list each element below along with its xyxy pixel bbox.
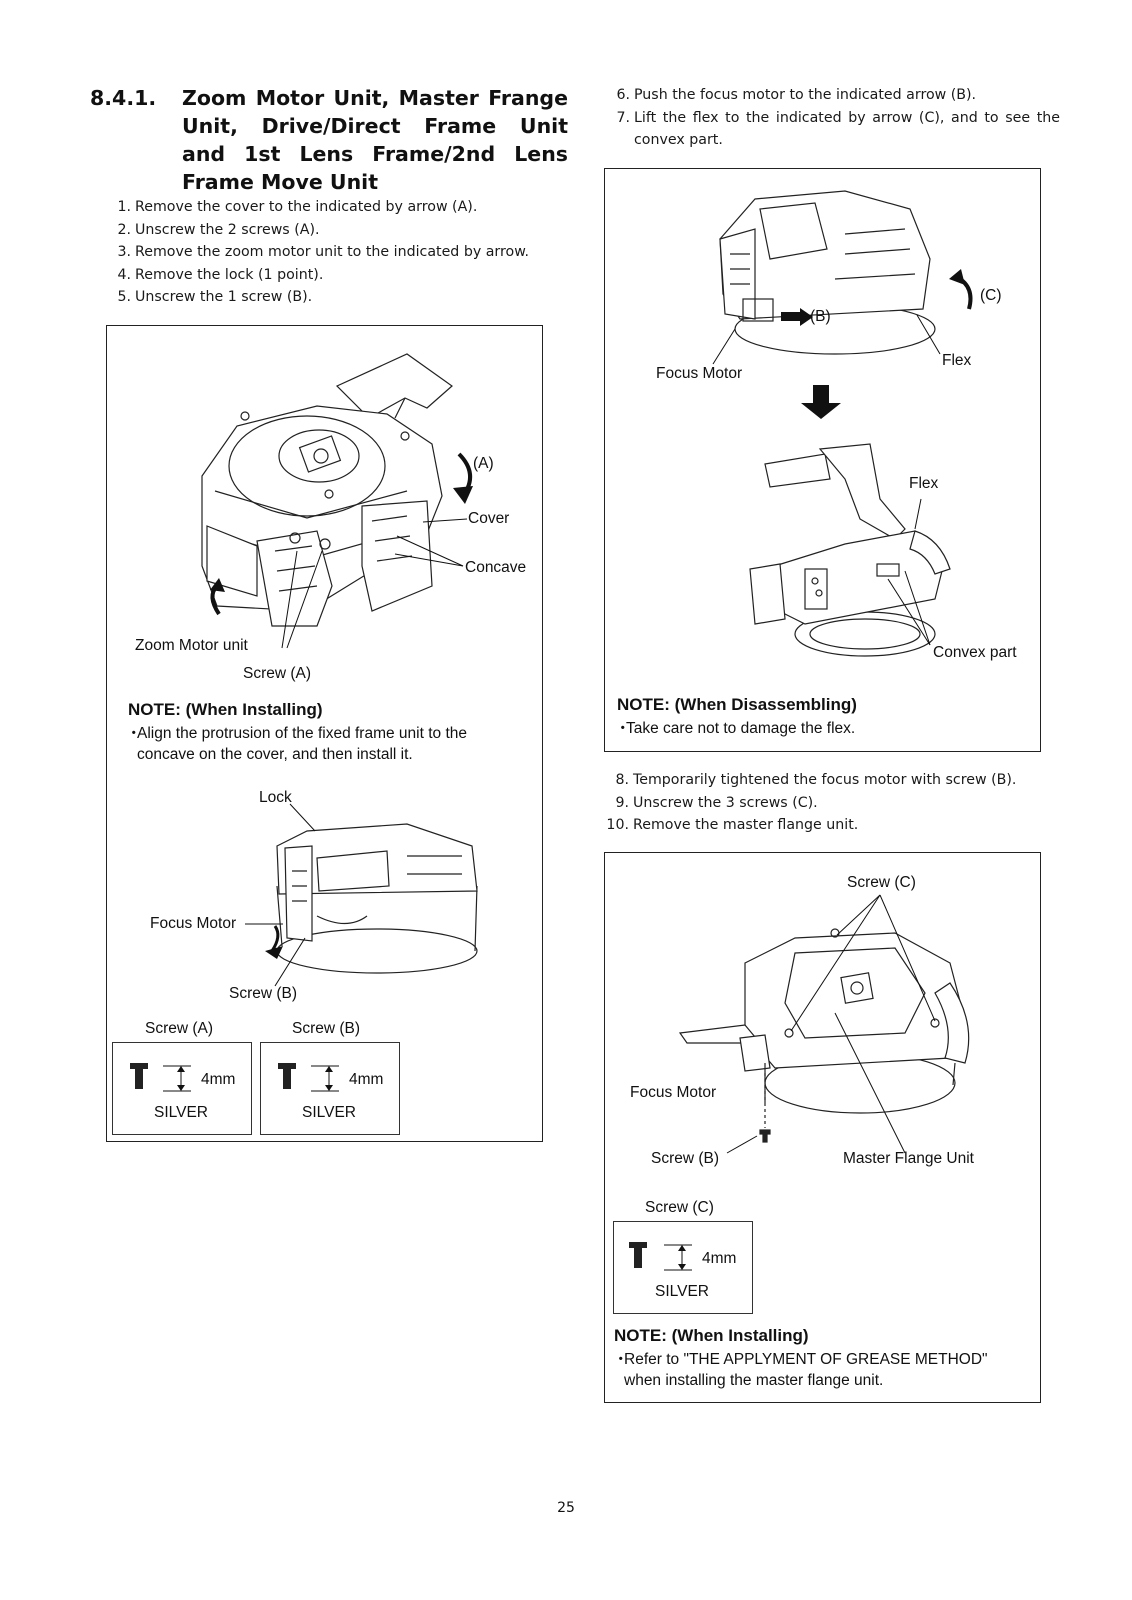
label-screw-b: Screw (B) xyxy=(651,1150,720,1167)
step-item: 10.Remove the master flange unit. xyxy=(606,817,859,833)
label-zoom-motor-unit: Zoom Motor unit xyxy=(135,637,248,654)
screw-spec-c: 4mm SILVER xyxy=(613,1221,753,1314)
step-item: 6.Push the focus motor to the indicated … xyxy=(616,87,977,103)
note-title: NOTE: (When Installing) xyxy=(128,700,323,719)
screw-a-caption: Screw (A) xyxy=(145,1020,214,1037)
label-flex-top: Flex xyxy=(942,352,972,369)
step-item: 5.Unscrew the 1 screw (B). xyxy=(117,289,313,305)
step-item: 3.Remove the zoom motor unit to the indi… xyxy=(117,244,530,260)
label-screw-c: Screw (C) xyxy=(847,874,916,891)
note-text: ・ Take care not to damage the flex. xyxy=(615,720,856,737)
step-item: 1.Remove the cover to the indicated by a… xyxy=(117,199,478,215)
step-item: 7.Lift the flex to the indicated by arro… xyxy=(616,109,1060,149)
steps-list-right-mid: 8.Temporarily tightened the focus motor … xyxy=(604,769,1044,837)
label-arrow-b: (B) xyxy=(810,308,831,325)
screw-c-caption: Screw (C) xyxy=(645,1199,714,1216)
label-concave: Concave xyxy=(465,559,527,576)
label-focus-motor: Focus Motor xyxy=(150,915,237,932)
screw-icon xyxy=(130,1063,191,1092)
note-text: ・ Refer to "THE APPLYMENT OF GREASE METH… xyxy=(613,1351,988,1389)
step-item: 2.Unscrew the 2 screws (A). xyxy=(117,221,320,238)
screw-icon xyxy=(278,1063,339,1092)
screw-length: 4mm xyxy=(702,1250,737,1267)
label-screw-b: Screw (B) xyxy=(229,985,298,1002)
screw-material: SILVER xyxy=(302,1104,356,1121)
screw-length: 4mm xyxy=(349,1071,384,1088)
label-arrow-a: (A) xyxy=(473,455,494,472)
zoom-motor-diagram xyxy=(201,353,478,987)
label-convex-part: Convex part xyxy=(933,644,1017,661)
step-item: 4.Remove the lock (1 point). xyxy=(117,266,324,283)
figure-master-flange-removal: Screw (C) Focus Motor Screw (B) Master F… xyxy=(604,852,1041,1403)
section-title: Zoom Motor Unit, Master Frange Unit, Dri… xyxy=(182,86,568,194)
step-item: 8.Temporarily tightened the focus motor … xyxy=(615,772,1017,788)
screw-length: 4mm xyxy=(201,1071,236,1088)
focus-motor-diagram xyxy=(712,190,973,657)
label-cover: Cover xyxy=(468,510,510,527)
steps-list-right-top: 6.Push the focus motor to the indicated … xyxy=(612,84,1060,152)
screw-material: SILVER xyxy=(154,1104,208,1121)
note-title: NOTE: (When Installing) xyxy=(614,1326,809,1345)
screw-icon xyxy=(629,1242,692,1271)
label-focus-motor: Focus Motor xyxy=(630,1084,717,1101)
screw-material: SILVER xyxy=(655,1283,709,1300)
figure-zoom-motor-removal: (A) Cover Concave Zoom Motor unit Screw … xyxy=(106,325,543,1142)
steps-list-left: 1.Remove the cover to the indicated by a… xyxy=(113,196,563,309)
label-screw-a: Screw (A) xyxy=(243,665,312,682)
screw-b-caption: Screw (B) xyxy=(292,1020,361,1037)
step-item: 9.Unscrew the 3 screws (C). xyxy=(615,794,818,811)
label-flex-bottom: Flex xyxy=(909,475,939,492)
note-title: NOTE: (When Disassembling) xyxy=(617,695,857,714)
label-master-flange-unit: Master Flange Unit xyxy=(843,1150,974,1167)
section-number: 8.4.1. xyxy=(90,86,157,110)
figure-focus-motor-flex: (B) (C) Focus Motor Flex Flex Convex par… xyxy=(604,168,1041,752)
screw-spec-b: 4mm SILVER xyxy=(260,1042,400,1135)
master-flange-diagram xyxy=(678,894,970,1154)
page-number: 25 xyxy=(557,1500,575,1516)
screw-spec-a: 4mm SILVER xyxy=(112,1042,252,1135)
label-focus-motor: Focus Motor xyxy=(656,365,743,382)
label-lock: Lock xyxy=(259,789,292,806)
label-arrow-c: (C) xyxy=(980,287,1002,304)
note-text: ・ Align the protrusion of the fixed fram… xyxy=(126,725,467,763)
